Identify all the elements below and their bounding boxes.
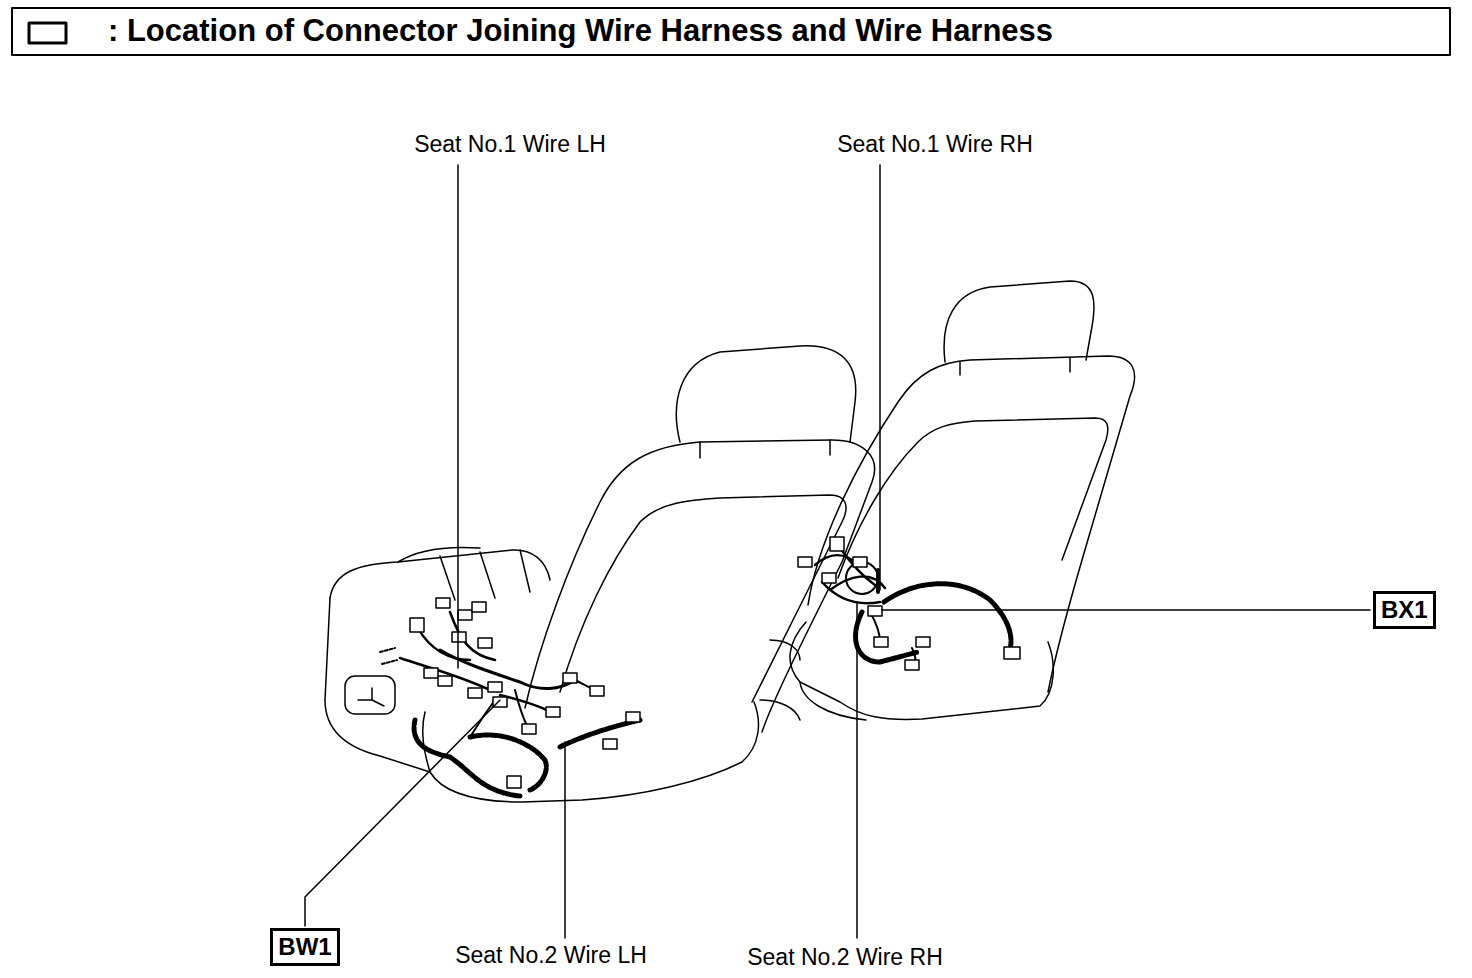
connector-code: BW1 (278, 933, 331, 961)
leader-lines (305, 165, 1370, 938)
part-label: Seat No.2 Wire LH (453, 942, 649, 968)
connector-code-box: BW1 (270, 928, 339, 966)
left-seat (325, 346, 875, 802)
part-label: Seat No.1 Wire LH (412, 131, 608, 157)
part-label: Seat No.1 Wire RH (835, 131, 1035, 157)
connector-code-box: BX1 (1373, 591, 1436, 629)
title-text: : Location of Connector Joining Wire Har… (108, 13, 1053, 49)
connector-blocks (410, 537, 1020, 788)
connector-symbol (29, 23, 66, 43)
connector-code: BX1 (1381, 596, 1428, 624)
right-seat-harness (815, 548, 1011, 668)
left-seat-harness (380, 612, 640, 796)
part-label: Seat No.2 Wire RH (745, 944, 945, 970)
title-frame (12, 8, 1450, 55)
